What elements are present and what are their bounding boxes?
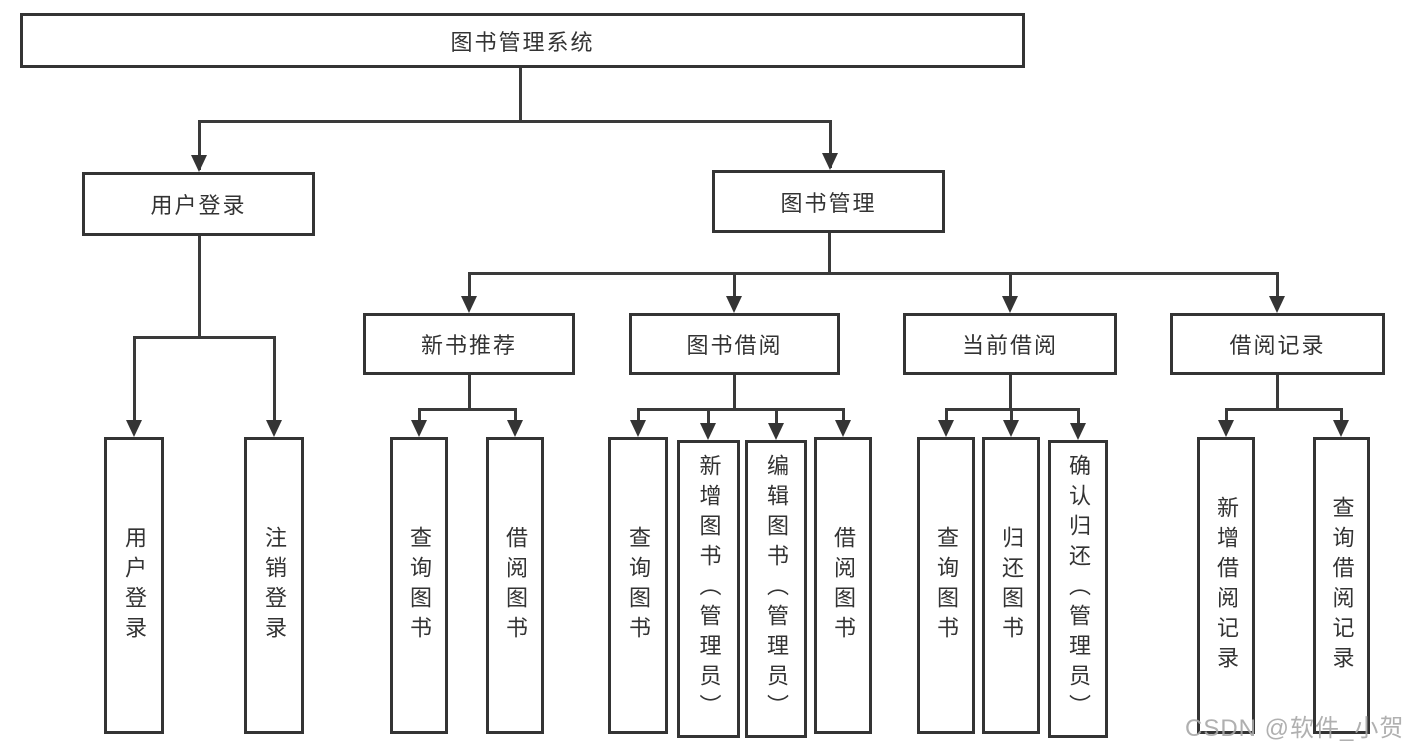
arrow-down-icon bbox=[1333, 420, 1349, 437]
node-confirm-return-admin-label: 确认归还（管理员） bbox=[1066, 454, 1091, 724]
node-borrow-records: 借阅记录 bbox=[1170, 313, 1385, 375]
connector-line bbox=[467, 272, 471, 309]
node-add-borrow-record-label: 新增借阅记录 bbox=[1214, 495, 1239, 676]
arrow-down-icon bbox=[938, 420, 954, 437]
node-add-borrow-record: 新增借阅记录 bbox=[1197, 437, 1255, 734]
node-return-books: 归还图书 bbox=[982, 437, 1040, 734]
connector-line bbox=[706, 408, 710, 436]
connector-line bbox=[827, 233, 831, 275]
connector-line bbox=[197, 120, 201, 170]
node-query-books: 查询图书 bbox=[390, 437, 448, 734]
node-add-book-admin-label: 新增图书（管理员） bbox=[696, 454, 722, 724]
connector-line bbox=[132, 336, 276, 339]
arrow-down-icon bbox=[507, 420, 523, 437]
arrow-down-icon bbox=[266, 420, 282, 437]
arrow-down-icon bbox=[768, 423, 784, 440]
node-current-borrowing: 当前借阅 bbox=[903, 313, 1117, 375]
node-query-books-label: 查询图书 bbox=[407, 525, 432, 646]
node-new-book-recommend-label: 新书推荐 bbox=[420, 333, 517, 358]
connector-line bbox=[1224, 408, 1343, 411]
connector-line bbox=[197, 120, 832, 123]
csdn-watermark: CSDN @软件_小贺同学 bbox=[1185, 715, 1405, 742]
node-borrow-books: 借阅图书 bbox=[486, 437, 544, 734]
node-query-borrow-record-label: 查询借阅记录 bbox=[1329, 495, 1355, 676]
node-root-label: 图书管理系统 bbox=[450, 29, 595, 55]
arrow-down-icon bbox=[700, 423, 716, 440]
node-book-management: 图书管理 bbox=[712, 170, 945, 233]
node-return-books-label: 归还图书 bbox=[999, 525, 1024, 646]
connector-line bbox=[132, 336, 136, 431]
connector-line bbox=[467, 272, 1279, 275]
connector-line bbox=[732, 272, 736, 309]
node-borrow-books-label: 借阅图书 bbox=[831, 525, 856, 646]
connector-line bbox=[1275, 375, 1279, 411]
node-add-book-admin: 新增图书（管理员） bbox=[677, 440, 740, 738]
arrow-down-icon bbox=[1003, 420, 1019, 437]
node-query-books-label: 查询图书 bbox=[626, 525, 651, 646]
node-current-borrowing-label: 当前借阅 bbox=[961, 333, 1058, 358]
connector-line bbox=[272, 336, 276, 431]
connector-line bbox=[828, 120, 832, 168]
connector-line bbox=[774, 408, 778, 436]
node-user-login: 用户登录 bbox=[82, 172, 315, 236]
arrow-down-icon bbox=[822, 153, 838, 170]
connector-line bbox=[1076, 408, 1080, 436]
connector-line bbox=[417, 408, 517, 411]
arrow-down-icon bbox=[191, 155, 207, 172]
connector-line bbox=[636, 408, 845, 411]
node-borrow-records-label: 借阅记录 bbox=[1229, 333, 1326, 358]
connector-line bbox=[1008, 272, 1012, 309]
node-edit-book-admin: 编辑图书（管理员） bbox=[745, 440, 807, 738]
connector-line bbox=[732, 375, 736, 411]
node-query-books: 查询图书 bbox=[608, 437, 668, 734]
node-root: 图书管理系统 bbox=[20, 13, 1025, 68]
node-query-books-label: 查询图书 bbox=[934, 525, 959, 646]
node-user-login-label: 用户登录 bbox=[150, 193, 247, 218]
node-book-borrowing-label: 图书借阅 bbox=[686, 333, 783, 358]
arrow-down-icon bbox=[726, 296, 742, 313]
arrow-down-icon bbox=[835, 420, 851, 437]
node-user-login-leaf-label: 用户登录 bbox=[122, 525, 147, 646]
connector-line bbox=[467, 375, 471, 411]
node-book-borrowing: 图书借阅 bbox=[629, 313, 840, 375]
arrow-down-icon bbox=[1070, 423, 1086, 440]
node-query-books: 查询图书 bbox=[917, 437, 975, 734]
arrow-down-icon bbox=[461, 296, 477, 313]
node-logout-leaf: 注销登录 bbox=[244, 437, 304, 734]
connector-line bbox=[197, 236, 201, 339]
node-book-management-label: 图书管理 bbox=[780, 190, 877, 216]
node-confirm-return-admin: 确认归还（管理员） bbox=[1048, 440, 1108, 738]
node-borrow-books: 借阅图书 bbox=[814, 437, 872, 734]
node-borrow-books-label: 借阅图书 bbox=[503, 525, 528, 646]
node-logout-leaf-label: 注销登录 bbox=[262, 525, 287, 646]
node-query-borrow-record: 查询借阅记录 bbox=[1313, 437, 1370, 734]
arrow-down-icon bbox=[1002, 296, 1018, 313]
arrow-down-icon bbox=[1218, 420, 1234, 437]
connector-line bbox=[1008, 375, 1012, 411]
arrow-down-icon bbox=[411, 420, 427, 437]
connector-line bbox=[518, 68, 522, 121]
connector-line bbox=[1275, 272, 1279, 309]
node-user-login-leaf: 用户登录 bbox=[104, 437, 164, 734]
arrow-down-icon bbox=[1269, 296, 1285, 313]
node-edit-book-admin-label: 编辑图书（管理员） bbox=[764, 454, 789, 724]
node-new-book-recommend: 新书推荐 bbox=[363, 313, 575, 375]
arrow-down-icon bbox=[630, 420, 646, 437]
arrow-down-icon bbox=[126, 420, 142, 437]
